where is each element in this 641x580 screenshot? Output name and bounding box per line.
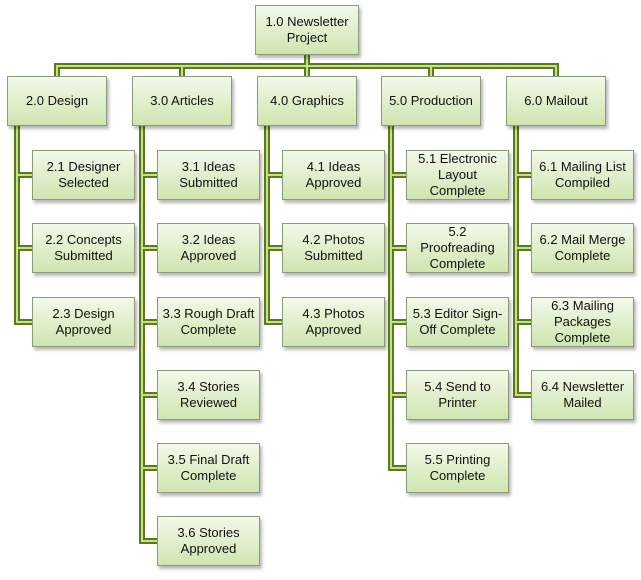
task-node-3-6: 3.6 Stories Approved [157, 516, 260, 566]
task-node-2-3: 2.3 Design Approved [32, 297, 135, 347]
task-node-3-3: 3.3 Rough Draft Complete [157, 297, 260, 347]
task-node-6-3: 6.3 Mailing Packages Complete [531, 297, 634, 347]
task-node-6-1: 6.1 Mailing List Compiled [531, 150, 634, 200]
task-node-3-4: 3.4 Stories Reviewed [157, 370, 260, 420]
task-node-5-1: 5.1 Electronic Layout Complete [406, 150, 509, 200]
task-node-6-2: 6.2 Mail Merge Complete [531, 223, 634, 273]
task-node-4-3: 4.3 Photos Approved [282, 297, 385, 347]
task-node-5-2: 5.2 Proofreading Complete [406, 223, 509, 273]
task-node-3-1: 3.1 Ideas Submitted [157, 150, 260, 200]
task-node-6-4: 6.4 Newsletter Mailed [531, 370, 634, 420]
task-node-4-1: 4.1 Ideas Approved [282, 150, 385, 200]
branch-node-design: 2.0 Design [7, 76, 107, 126]
task-node-3-5: 3.5 Final Draft Complete [157, 443, 260, 493]
task-node-4-2: 4.2 Photos Submitted [282, 223, 385, 273]
root-node: 1.0 Newsletter Project [255, 5, 359, 55]
task-node-2-1: 2.1 Designer Selected [32, 150, 135, 200]
branch-node-articles: 3.0 Articles [132, 76, 232, 126]
task-node-5-3: 5.3 Editor Sign- Off Complete [406, 297, 509, 347]
branch-node-production: 5.0 Production [381, 76, 481, 126]
task-node-2-2: 2.2 Concepts Submitted [32, 223, 135, 273]
branch-node-graphics: 4.0 Graphics [257, 76, 357, 126]
branch-node-mailout: 6.0 Mailout [506, 76, 606, 126]
task-node-3-2: 3.2 Ideas Approved [157, 223, 260, 273]
task-node-5-4: 5.4 Send to Printer [406, 370, 509, 420]
task-node-5-5: 5.5 Printing Complete [406, 443, 509, 493]
